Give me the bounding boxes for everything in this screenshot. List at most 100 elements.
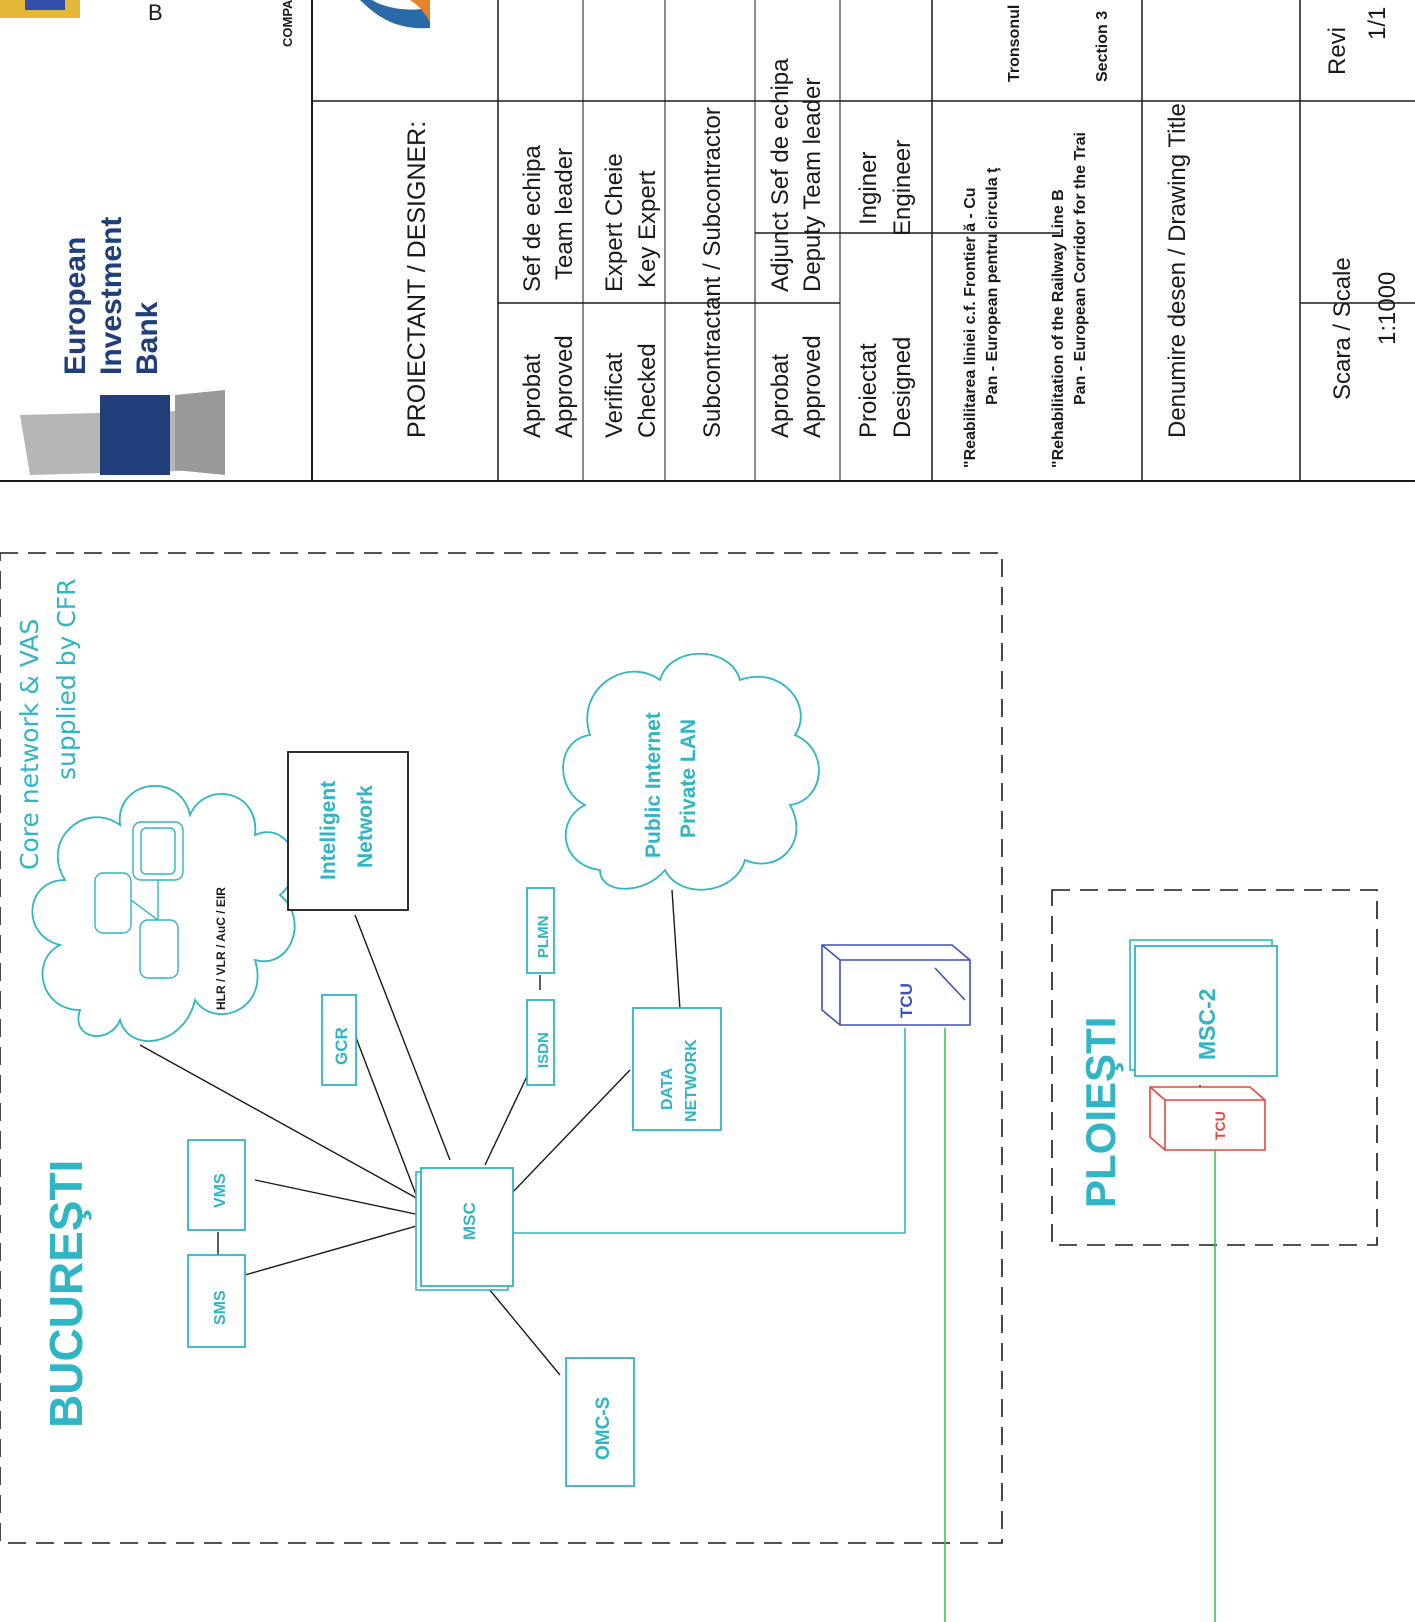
project-ro-line-1: "Reabilitarea liniei c.f. Frontier ă - C… [962,187,979,468]
project-ro-line-2: Pan - European pentru circula ţ [984,167,1001,405]
core-network-note-line-2: supplied by CFR [52,578,81,780]
sms-label: SMS [212,1290,229,1325]
omc-s-node: OMC-S [565,1357,635,1487]
intelligent-network-box [287,751,409,911]
database-icon [94,872,132,934]
internet-cloud-outline [562,652,820,891]
link-msc-hlr [139,1044,421,1201]
drawing-title-label: Denumire desen / Drawing Title [1164,103,1191,438]
revision-value: 1/1 [1364,7,1391,40]
eib-line-3: Bank [131,301,164,375]
plmn-label: PLMN [535,916,552,959]
data-network-line-2: NETWORK [683,1039,700,1122]
romania-coat-of-arms [0,0,80,18]
designer-logo [360,0,430,29]
tcu-edge [934,967,966,1001]
scale-label: Scara / Scale [1329,257,1356,400]
proiectat-label: Proiectat [855,343,882,438]
link-msc-sms [244,1224,421,1276]
data-network-line-1: DATA [659,1067,676,1110]
plmn-box [526,887,555,974]
approved-2-label: Approved [799,335,826,438]
ploiesti-label: PLOIEŞTI [1077,1017,1124,1208]
expert-cheie-label: Expert Cheie [601,153,628,292]
tcu-bucuresti-node: TCU [821,944,971,1026]
project-ro-line-3: Tronsonul [1006,5,1023,82]
designer-logo-blue [360,0,430,29]
tcu-label: TCU [897,983,916,1018]
hlr-cloud: HLR / VLR / AuC / EIR [31,784,296,1042]
vms-node: VMS [187,1139,246,1231]
data-network-node: DATA NETWORK [632,1007,722,1131]
public-internet-cloud: Public Internet Private LAN [562,652,820,891]
plmn-node: PLMN [526,887,555,974]
msc-2-label: MSC-2 [1194,988,1220,1060]
msc-label: MSC [460,1202,479,1240]
bucuresti-region-box [0,552,1003,1544]
public-internet-line-1: Public Internet [642,712,665,858]
subcontractor-label: Subcontractant / Subcontractor [699,107,726,438]
database-link [130,899,159,921]
inginer-label: Inginer [855,152,882,225]
project-en-line-1: "Rehabilitation of the Railway Line B [1050,189,1067,468]
company-label: COMPA [280,0,295,47]
engineer-label: Engineer [889,140,916,236]
link-msc-intelligent-network [354,914,451,1161]
approved-label: Approved [551,335,578,438]
vms-label: VMS [212,1173,229,1208]
team-leader-label: Team leader [551,148,578,280]
adjunct-sef-label: Adjunct Sef de echipa [767,58,794,292]
aprobat-label: Aprobat [519,354,546,438]
eib-logo: European Investment Bank [20,217,225,475]
sms-node: SMS [187,1254,246,1348]
tcu-ploiesti-node: TCU [1149,1086,1266,1151]
aprobat-2-label: Aprobat [767,354,794,438]
isdn-node: ISDN [526,999,555,1086]
omc-s-label: OMC-S [593,1397,614,1460]
gcr-label: GCR [332,1027,351,1065]
public-internet-line-2: Private LAN [677,719,700,838]
deputy-leader-label: Deputy Team leader [799,78,826,292]
hlr-cloud-outline [31,784,296,1042]
hlr-vlr-auc-eir-label: HLR / VLR / AuC / EIR [214,887,228,1010]
omc-s-box [565,1357,635,1487]
link-msc-data-network [509,1069,631,1196]
database-icon-inner [140,827,176,875]
link-msc-vms [254,1179,421,1216]
vms-box [187,1139,246,1231]
eib-line-1: European [59,237,92,375]
eib-logo-bar-3 [175,390,225,475]
designed-label: Designed [889,337,916,438]
sms-box [187,1254,246,1348]
project-en-line-3: Section 3 [1094,11,1111,82]
bucuresti-label: BUCUREŞTI [40,1160,92,1428]
intelligent-network-line-1: Intelligent [317,781,340,880]
core-network-note-line-1: Core network & VAS [15,619,44,870]
msc-box [420,1167,514,1287]
sef-echipa-label: Sef de echipa [519,145,546,292]
designer-label: PROIECTANT / DESIGNER: [403,121,431,438]
tcu-ploiesti-shape [1149,1086,1266,1151]
scale-value: 1:1000 [1374,272,1401,345]
isdn-label: ISDN [535,1032,552,1068]
msc-2-node: MSC-2 [1129,939,1278,1077]
gcr-node: GCR [321,994,357,1086]
tcu-edge [821,944,841,961]
isdn-box [526,999,555,1086]
msc-node: MSC [415,1167,514,1291]
msc-2-box [1134,945,1278,1077]
coat-of-arms-detail [25,0,65,10]
project-en-line-2: Pan - European Corridor for the Trai [1072,132,1089,405]
checked-label: Checked [634,343,661,438]
link-msc-isdn [484,1069,531,1166]
gcr-box [321,994,357,1086]
data-network-box [632,1007,722,1131]
title-block-texts: PROIECTANT / DESIGNER: Aprobat Approved … [403,5,1401,468]
title-block [0,0,1415,482]
database-icon [139,919,179,979]
tcu-ploiesti-label: TCU [1212,1111,1228,1140]
intelligent-network-line-2: Network [354,785,377,868]
eib-logo-bar-2 [100,395,170,475]
